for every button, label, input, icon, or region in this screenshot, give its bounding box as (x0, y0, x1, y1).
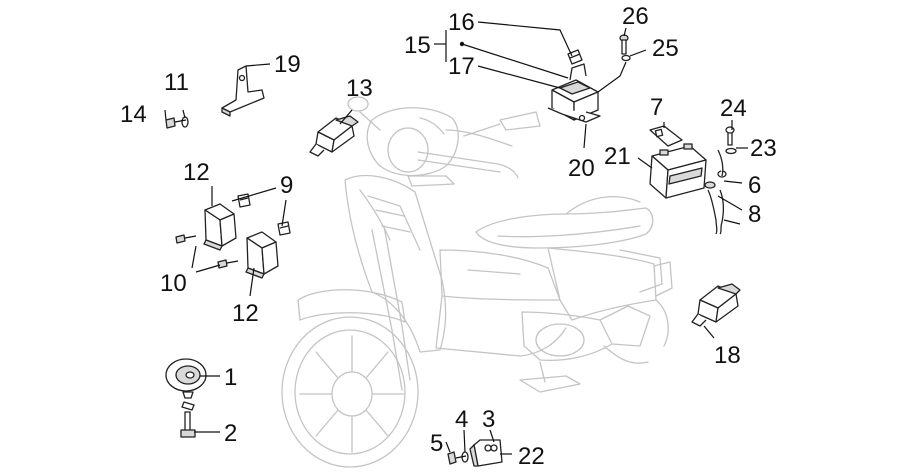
callout-8: 8 (748, 201, 761, 228)
control-unit-part-18 (691, 283, 741, 327)
terminal-bolt-part (725, 126, 737, 155)
battery-cable-part (704, 149, 727, 235)
leader-lines (164, 21, 748, 455)
battery-strap-part (649, 125, 683, 147)
callout-14: 14 (120, 101, 147, 128)
callout-12-upper: 12 (183, 159, 210, 186)
callout-10: 10 (160, 270, 187, 297)
callout-11: 11 (164, 69, 189, 96)
control-unit-part-13 (309, 115, 359, 157)
bracket-part-19 (221, 65, 265, 117)
clip-part-upper (237, 193, 251, 208)
callout-23: 23 (750, 135, 777, 162)
relay-bracket-part (469, 439, 503, 467)
callout-22: 22 (518, 443, 545, 470)
callout-20: 20 (568, 155, 595, 182)
callout-5: 5 (430, 430, 443, 457)
callout-17: 17 (448, 53, 475, 80)
clip-part-lower (277, 221, 291, 236)
callout-15: 15 (404, 32, 431, 59)
screw-part-10-upper (175, 234, 197, 244)
washer-part-11 (181, 116, 189, 128)
callout-19: 19 (274, 51, 301, 78)
callout-3: 3 (482, 406, 495, 433)
callout-13: 13 (346, 75, 373, 102)
callout-2: 2 (224, 420, 237, 447)
relay-part-upper (203, 203, 237, 251)
callout-1: 1 (224, 364, 237, 391)
callout-7: 7 (650, 94, 663, 121)
callout-25: 25 (652, 35, 679, 62)
screw-part-5 (447, 451, 467, 465)
callout-6: 6 (748, 172, 761, 199)
screw-part-14 (165, 117, 187, 129)
horn-part (165, 358, 207, 399)
callout-12-lower: 12 (232, 300, 259, 327)
callout-16: 16 (448, 9, 475, 36)
relay-part-lower (245, 231, 279, 279)
washer-part-25 (621, 54, 631, 62)
callout-labels: 1 2 3 4 5 6 7 8 9 10 11 12 12 13 14 15 1… (120, 3, 777, 470)
callout-26: 26 (622, 3, 649, 30)
horn-bolt-part (180, 401, 196, 438)
screw-part-10-lower (217, 259, 239, 269)
fuse-box-part-20 (547, 63, 601, 123)
screw-part-26 (619, 34, 629, 55)
callout-9: 9 (280, 172, 293, 199)
callout-24: 24 (720, 95, 747, 122)
callout-18: 18 (714, 342, 741, 369)
callout-4: 4 (455, 406, 468, 433)
battery-part (649, 143, 707, 199)
callout-21: 21 (604, 143, 631, 170)
scooter-outline (281, 96, 673, 468)
